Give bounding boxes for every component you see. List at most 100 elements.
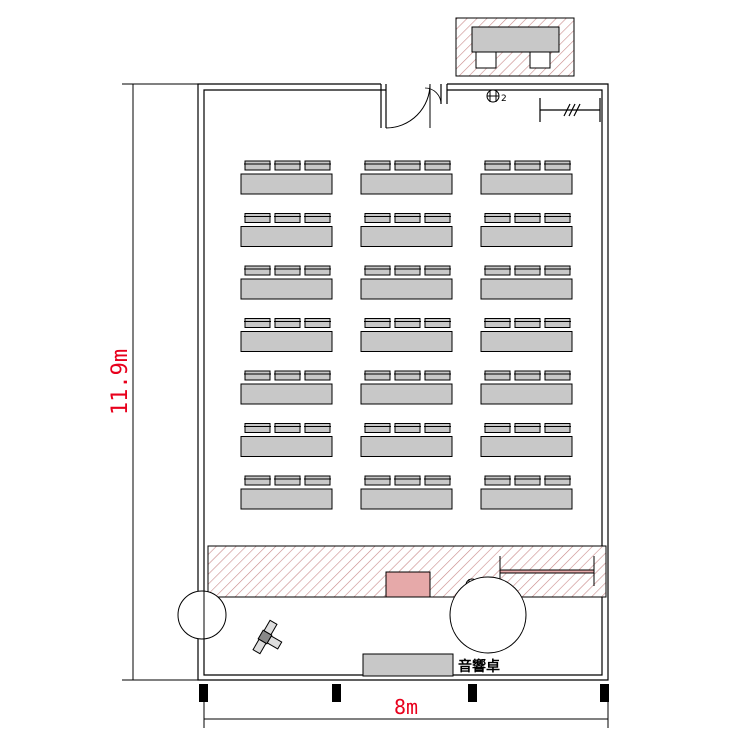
chair bbox=[304, 265, 331, 276]
desk-unit bbox=[480, 160, 573, 195]
chair bbox=[514, 265, 541, 276]
chair bbox=[394, 370, 421, 381]
sound-desk-label: 音響卓 bbox=[458, 658, 500, 675]
chair bbox=[244, 370, 271, 381]
chair bbox=[364, 318, 391, 328]
desk bbox=[360, 331, 453, 352]
desk-unit bbox=[240, 370, 333, 405]
desk-unit bbox=[240, 160, 333, 195]
desk bbox=[240, 436, 333, 457]
chair bbox=[544, 370, 571, 381]
desk bbox=[240, 488, 333, 510]
chair bbox=[274, 213, 301, 223]
desk bbox=[240, 173, 333, 195]
desk bbox=[360, 488, 453, 510]
desk-unit bbox=[360, 213, 453, 247]
desk bbox=[360, 226, 453, 247]
desk-unit bbox=[240, 265, 333, 300]
chair bbox=[274, 475, 301, 486]
chair bbox=[514, 475, 541, 486]
chair bbox=[304, 423, 331, 433]
desk-unit bbox=[360, 475, 453, 510]
chair bbox=[364, 370, 391, 381]
chair bbox=[274, 423, 301, 433]
chair bbox=[394, 160, 421, 171]
chair bbox=[484, 160, 511, 171]
chair bbox=[394, 423, 421, 433]
desk-unit bbox=[480, 265, 573, 300]
chair bbox=[424, 160, 451, 171]
desk bbox=[480, 226, 573, 247]
chair bbox=[274, 160, 301, 171]
speaker-number: 2 bbox=[501, 94, 507, 104]
chair bbox=[424, 423, 451, 433]
chair bbox=[484, 423, 511, 433]
chair bbox=[304, 160, 331, 171]
desk bbox=[480, 383, 573, 405]
desk bbox=[240, 278, 333, 300]
chair bbox=[364, 213, 391, 223]
chair bbox=[424, 370, 451, 381]
chair bbox=[424, 475, 451, 486]
stage bbox=[207, 545, 607, 598]
desk bbox=[480, 173, 573, 195]
desk-grid bbox=[240, 160, 573, 510]
width-label: 8m bbox=[394, 695, 418, 719]
sound-desk: 音響卓 bbox=[362, 653, 500, 677]
chair bbox=[544, 423, 571, 433]
desk-unit bbox=[240, 475, 333, 510]
desk-unit bbox=[360, 160, 453, 195]
chair bbox=[304, 318, 331, 328]
chair bbox=[394, 265, 421, 276]
chair bbox=[544, 475, 571, 486]
depth-label: 11.9m bbox=[108, 349, 133, 415]
desk bbox=[480, 436, 573, 457]
chair bbox=[394, 213, 421, 223]
entrance-door bbox=[385, 83, 442, 129]
desk-unit bbox=[360, 423, 453, 457]
desk-unit bbox=[240, 213, 333, 247]
chair bbox=[304, 475, 331, 486]
desk bbox=[360, 436, 453, 457]
desk-unit bbox=[480, 318, 573, 352]
desk bbox=[480, 331, 573, 352]
chair bbox=[244, 475, 271, 486]
wall-columns bbox=[199, 684, 609, 702]
stage-screen bbox=[499, 556, 595, 586]
chair bbox=[274, 265, 301, 276]
chair bbox=[394, 318, 421, 328]
desk-unit bbox=[360, 265, 453, 300]
chair bbox=[514, 423, 541, 433]
chair bbox=[244, 265, 271, 276]
chair bbox=[514, 213, 541, 223]
chair bbox=[244, 423, 271, 433]
chair bbox=[484, 475, 511, 486]
dimension-depth: 11.9m bbox=[108, 83, 198, 681]
chair bbox=[484, 318, 511, 328]
chair bbox=[364, 475, 391, 486]
desk-unit bbox=[480, 370, 573, 405]
desk-unit bbox=[240, 423, 333, 457]
desk-unit bbox=[360, 318, 453, 352]
chair bbox=[304, 370, 331, 381]
desk bbox=[240, 383, 333, 405]
chair bbox=[364, 265, 391, 276]
chair bbox=[364, 423, 391, 433]
round-pillar-center bbox=[449, 576, 527, 654]
chair bbox=[544, 213, 571, 223]
chair bbox=[364, 160, 391, 171]
chair bbox=[544, 160, 571, 171]
desk bbox=[360, 173, 453, 195]
chair bbox=[424, 318, 451, 328]
screen-rail-top bbox=[539, 98, 601, 122]
desk bbox=[480, 278, 573, 300]
chair bbox=[544, 318, 571, 328]
chair bbox=[304, 213, 331, 223]
desk-unit bbox=[480, 423, 573, 457]
chair bbox=[514, 318, 541, 328]
dimension-width: 8m bbox=[203, 695, 609, 728]
chair bbox=[484, 370, 511, 381]
desk bbox=[480, 488, 573, 510]
podium bbox=[385, 571, 431, 598]
chair bbox=[424, 265, 451, 276]
